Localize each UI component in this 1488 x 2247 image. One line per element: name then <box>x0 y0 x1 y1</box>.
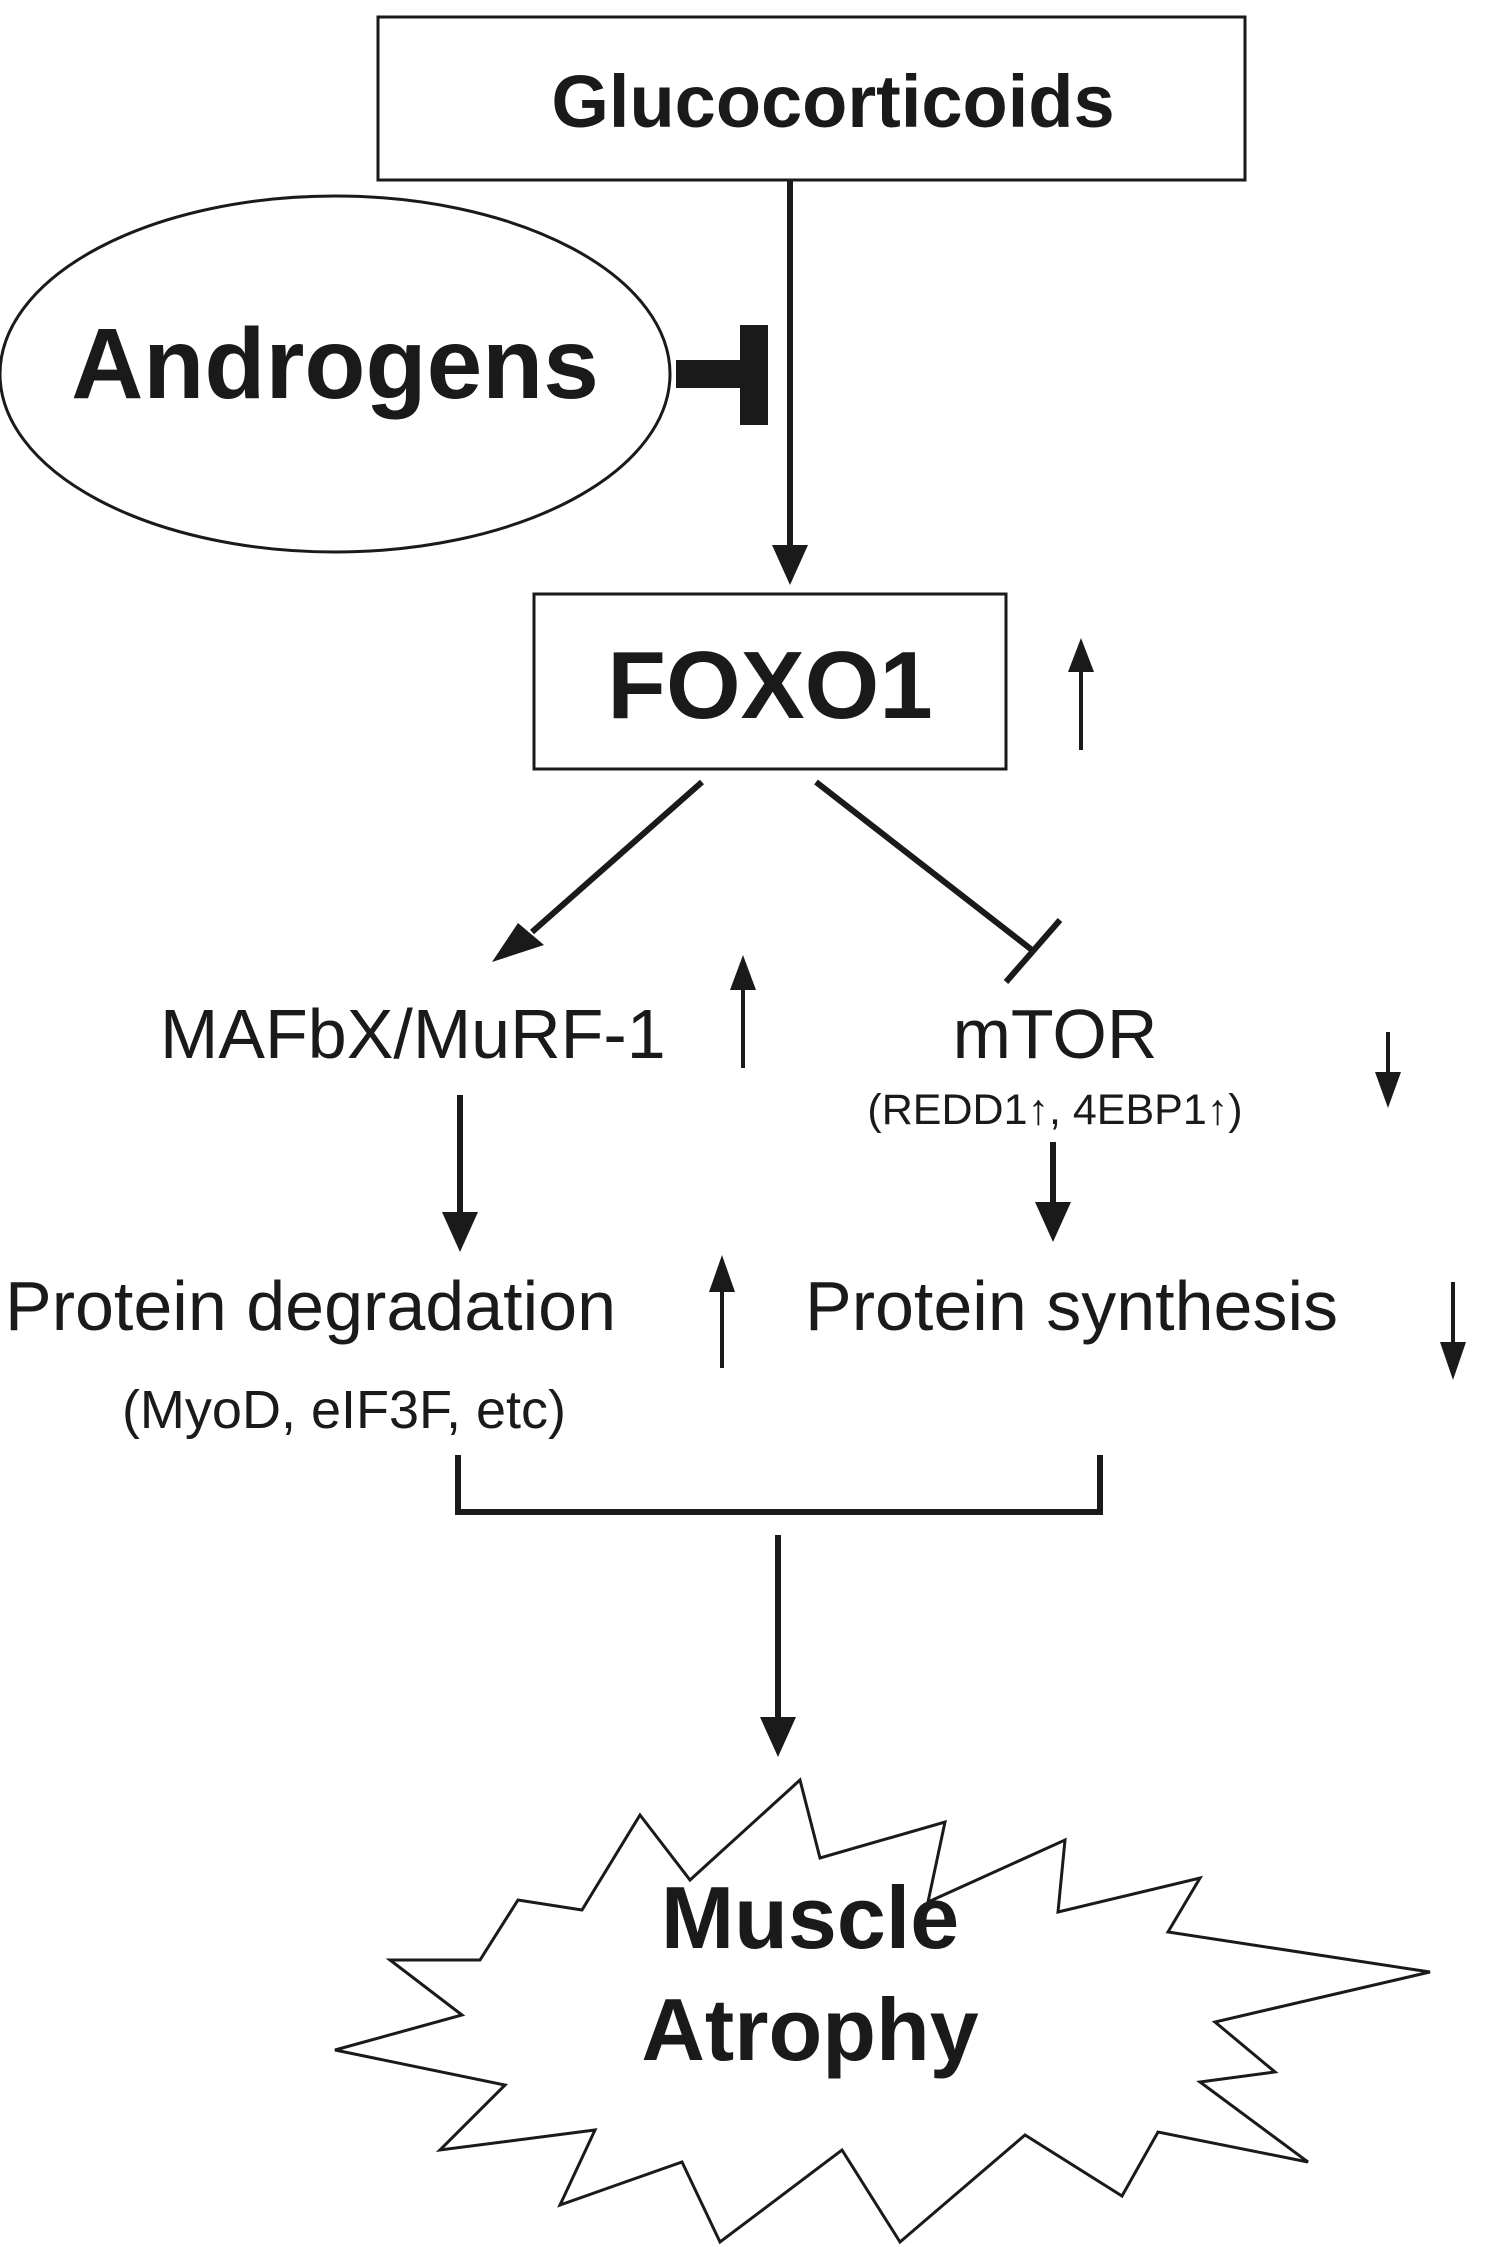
muscle-atrophy-node: Muscle Atrophy <box>334 1777 1431 2245</box>
mtor-sub-label: (REDD1↑, 4EBP1↑) <box>867 1086 1242 1134</box>
edge-glucocorticoids-to-foxo1 <box>772 180 808 585</box>
protein-degradation-sub-label: (MyoD, eIF3F, etc) <box>122 1380 566 1440</box>
glucocorticoids-node: Glucocorticoids <box>376 15 1247 182</box>
degradation-up-arrow-icon <box>709 1255 735 1368</box>
edge-mtor-to-synthesis <box>1035 1142 1071 1242</box>
edge-foxo1-inhibits-mtor <box>814 779 1063 984</box>
edge-foxo1-to-mafbx <box>492 779 704 962</box>
edge-to-muscle-atrophy <box>760 1535 796 1757</box>
join-bracket <box>455 1455 1103 1515</box>
mafbx-murf1-label: MAFbX/MuRF-1 <box>160 995 666 1073</box>
foxo1-node: FOXO1 <box>532 592 1008 771</box>
foxo1-up-arrow-icon <box>1068 638 1094 750</box>
foxo1-label: FOXO1 <box>607 632 932 739</box>
androgens-label: Androgens <box>71 308 599 420</box>
synthesis-down-arrow-icon <box>1440 1282 1466 1380</box>
edge-androgens-inhibits <box>676 325 768 425</box>
muscle-atrophy-label-line1: Muscle <box>661 1868 959 1967</box>
mtor-down-arrow-icon <box>1375 1032 1401 1108</box>
starburst-shape <box>334 1777 1431 2245</box>
muscle-atrophy-label-line2: Atrophy <box>641 1980 978 2079</box>
mafbx-up-arrow-icon <box>730 955 756 1068</box>
protein-synthesis-label: Protein synthesis <box>805 1267 1338 1345</box>
glucocorticoids-label: Glucocorticoids <box>551 60 1114 143</box>
mtor-label: mTOR <box>953 995 1158 1073</box>
androgens-node: Androgens <box>0 194 672 554</box>
protein-degradation-label: Protein degradation <box>5 1267 616 1345</box>
edge-mafbx-to-degradation <box>442 1095 478 1252</box>
